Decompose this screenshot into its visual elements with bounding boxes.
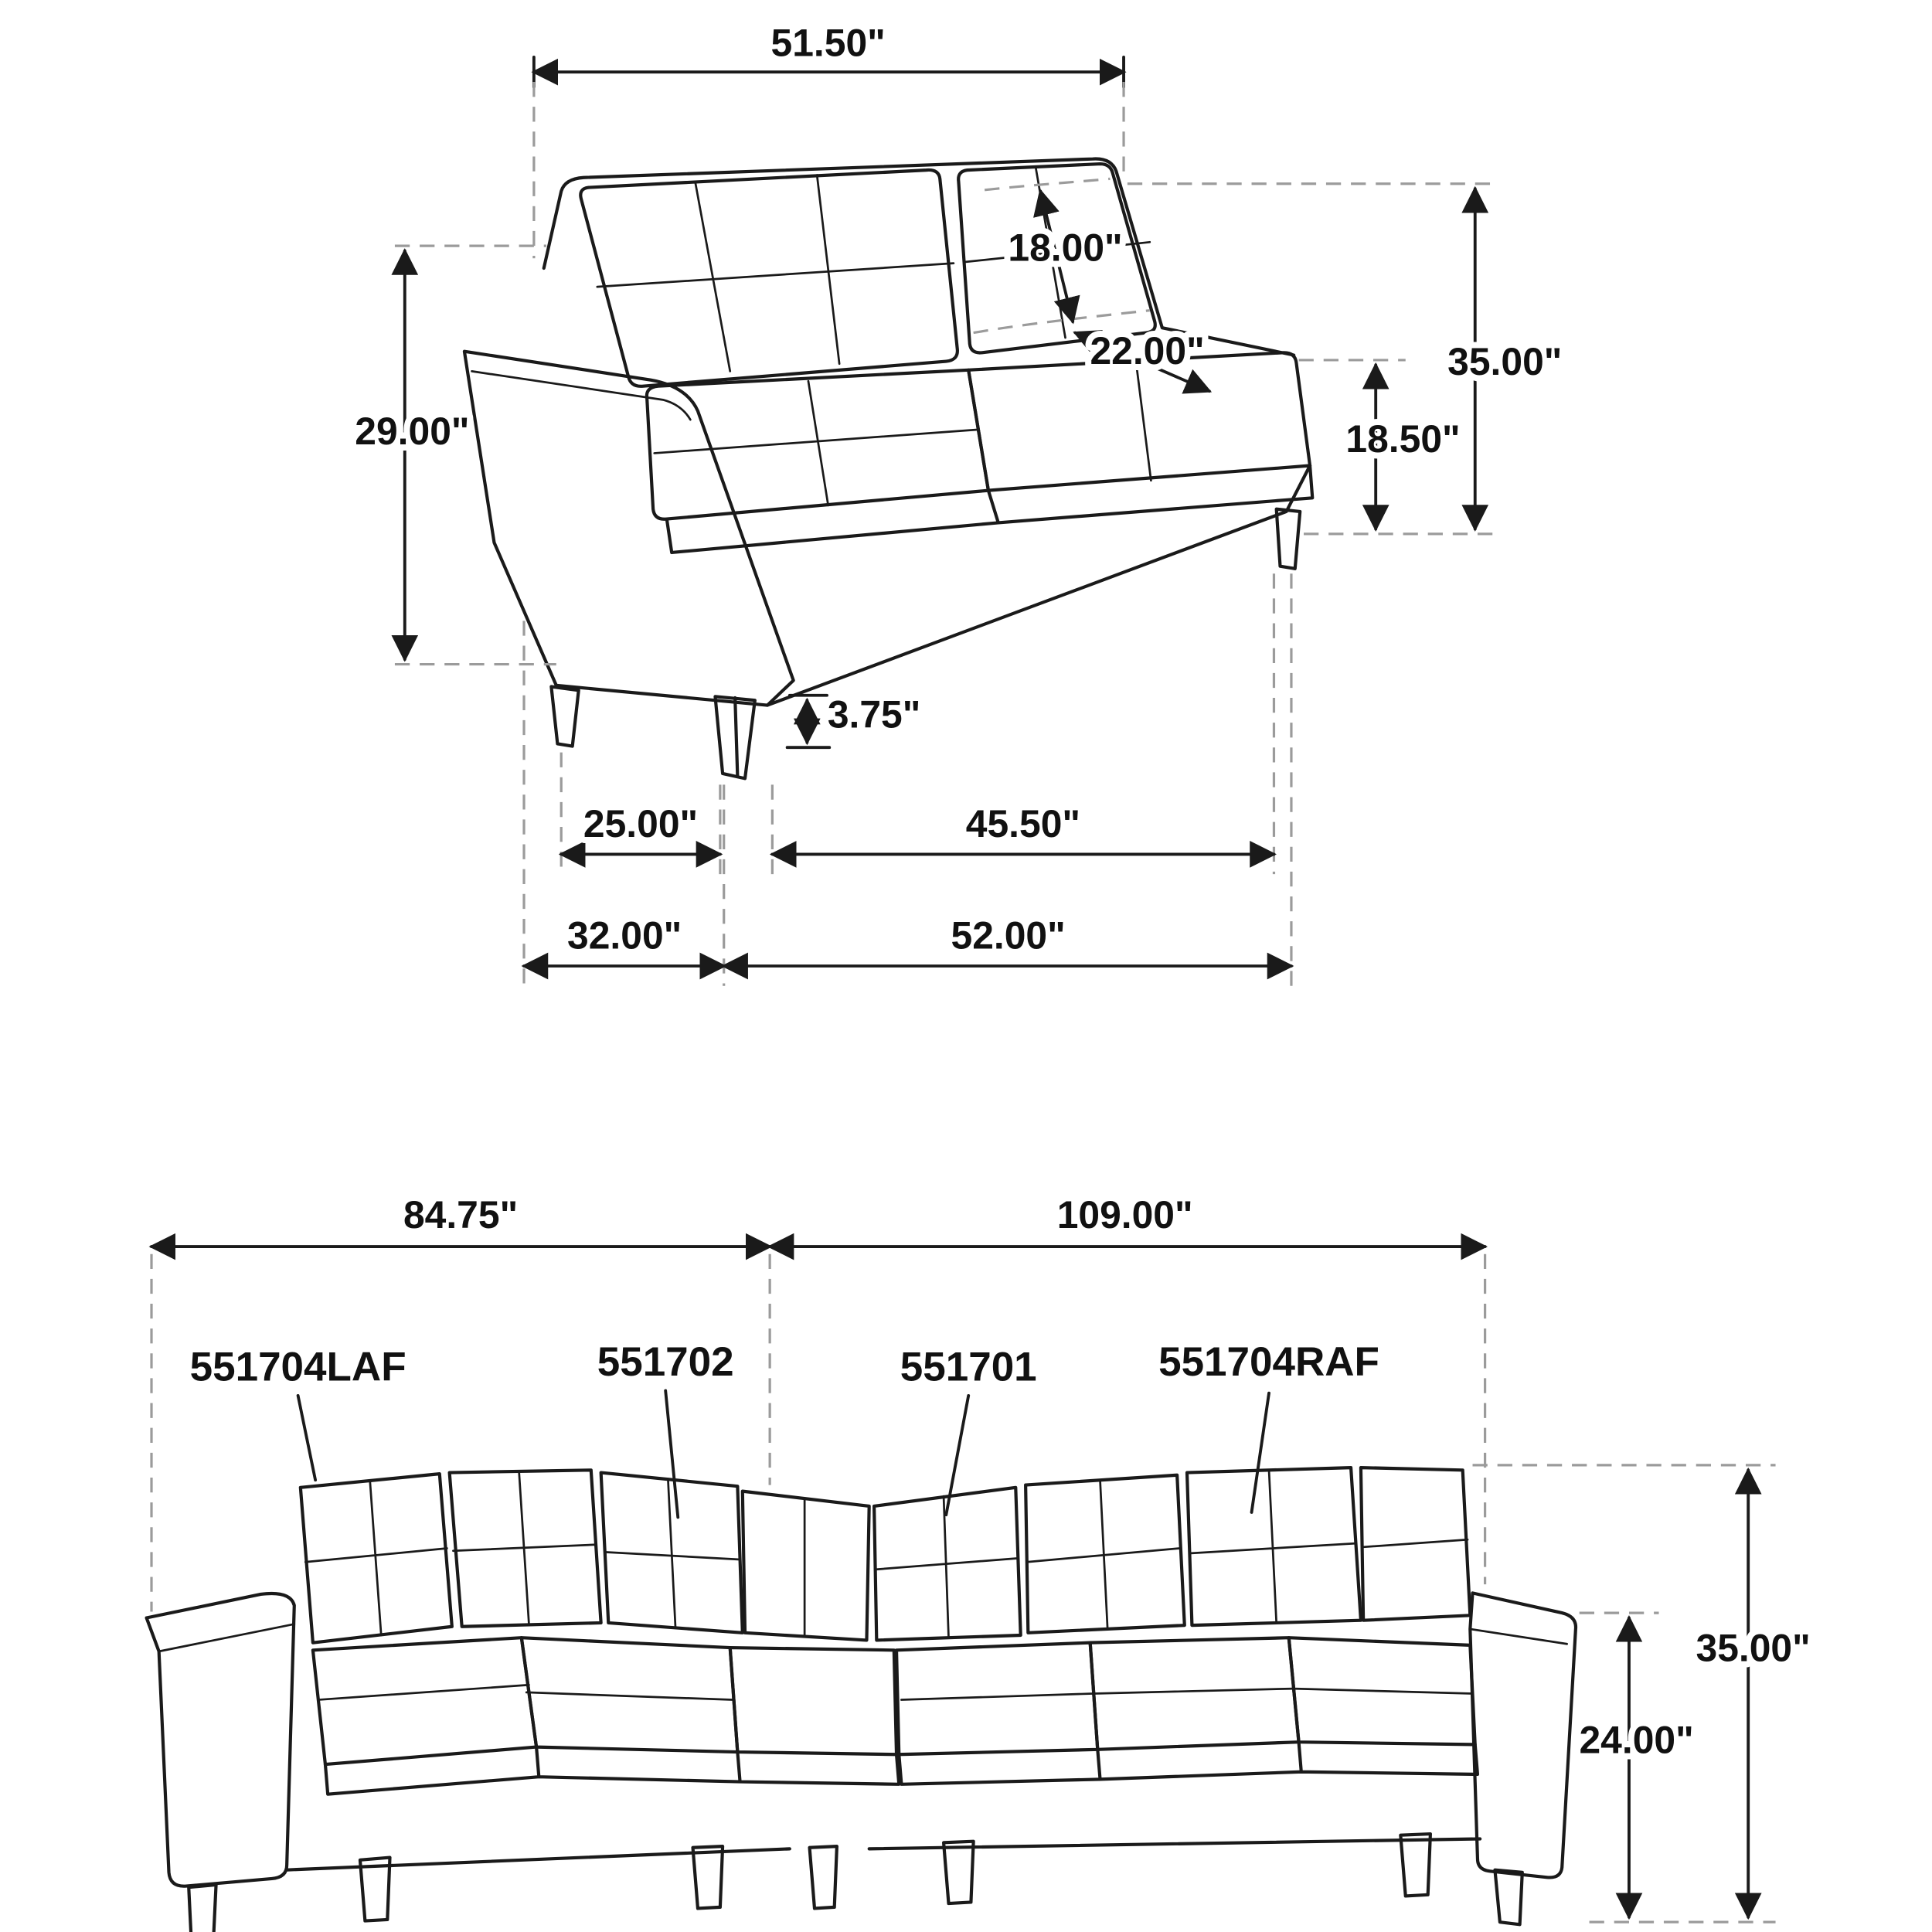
sectional-leg-5: [1399, 1832, 1432, 1898]
raf-seat-front-edges: [897, 1740, 1480, 1786]
dim-side-depth-label: 32.00": [567, 914, 682, 957]
corner-seat-cushion: [728, 1645, 899, 1757]
sectional-leg-right-arm: [1493, 1868, 1524, 1927]
sectional-right-arm: [1468, 1591, 1578, 1879]
dim-overall-height-extensions: [1127, 182, 1493, 536]
seat-front-edges: [665, 464, 1315, 555]
dim-seat-height-label: 18.50": [1345, 417, 1460, 461]
dim-laf-length-extensions: [150, 1253, 771, 1612]
left-arm-edge: [471, 370, 692, 421]
sectional-left-arm-edge: [158, 1623, 296, 1653]
arm-leg: [549, 685, 580, 748]
front-left-leg: [713, 695, 757, 781]
part-label-corner: 551702: [597, 1339, 734, 1385]
sectional-leg-3: [808, 1845, 838, 1910]
loveseat-drawing: [462, 157, 1315, 781]
dim-arm-depth-label: 25.00": [583, 802, 698, 845]
dim-seat-width-label: 45.50": [966, 802, 1080, 845]
dim-back-cushion-line: [1033, 189, 1080, 325]
raf-back-cushion-3-seams: [1188, 1468, 1357, 1624]
corner-back-cushion: [740, 1489, 871, 1642]
dim-arm-height-extensions: [394, 244, 556, 666]
sectional-drawing: [145, 1466, 1578, 1932]
laf-seat-cushion-2-seam: [525, 1691, 734, 1701]
raf-back-cushion-2-seams: [1026, 1478, 1181, 1631]
laf-seat-cushion-2: [519, 1636, 740, 1754]
laf-back-cushion-2-seams: [452, 1470, 597, 1625]
raf-back-cushion-1-seams: [874, 1495, 1019, 1639]
laf-back-cushion-3-seams: [604, 1478, 741, 1629]
laf-back-cushion-1: [298, 1472, 454, 1645]
raf-back-cushion-1: [872, 1485, 1022, 1642]
laf-back-cushion-3: [599, 1471, 744, 1634]
laf-seat-cushion-1-seam: [316, 1683, 530, 1701]
laf-seat-cushion-1: [311, 1636, 539, 1767]
dim-side-depth-extensions: [522, 621, 726, 986]
part-label-raf: 551704RAF: [1158, 1339, 1379, 1385]
dim-sectional-arm-height-label: 24.00": [1579, 1719, 1693, 1762]
sectional-leg-4: [941, 1839, 975, 1906]
left-seat-cushion-seams: [653, 379, 980, 507]
dim-leg-height-label: 3.75": [828, 693, 921, 736]
leader-line-laf: [296, 1393, 318, 1482]
raf-back-cushion-3: [1185, 1466, 1363, 1628]
dim-arm-height-label: 29.00": [355, 410, 469, 453]
laf-back-cushion-1-seams: [304, 1480, 448, 1637]
sectional-leg-2: [691, 1845, 725, 1910]
back-frame: [542, 157, 1296, 357]
part-label-armless: 551701: [900, 1345, 1037, 1390]
raf-seat-cushion-1-seam: [900, 1692, 1094, 1701]
loveseat-dimension-lines: 51.50" 29.00" 35.00" 18.50" 18.00" 22.00…: [349, 15, 1568, 986]
sectional-right-arm-edge: [1468, 1628, 1569, 1645]
leader-line-armless: [944, 1393, 971, 1517]
dim-seat-cushion-line: [1073, 330, 1213, 394]
sectional-part-labels: 551704LAF 551702 551701 551704RAF: [184, 1333, 1386, 1519]
dim-leg-height-ticks: [785, 693, 832, 750]
raf-back-cushion-4-seam: [1361, 1538, 1469, 1549]
left-arm: [462, 349, 795, 707]
dim-raf-length-label: 109.00": [1057, 1193, 1193, 1236]
right-seat-cushion: [967, 351, 1312, 492]
sectional-leg-1: [358, 1855, 392, 1923]
sectional-dimension-lines: 84.75" 109.00" 35.00" 24.00": [148, 1187, 1817, 1923]
dim-back-width-label: 51.50": [771, 21, 886, 64]
raf-seat-cushion-3-seam: [1292, 1687, 1474, 1695]
dim-seat-cushion-label: 22.00": [1090, 329, 1204, 372]
dim-sectional-height-label: 35.00": [1696, 1627, 1811, 1670]
dim-back-width-extensions: [532, 82, 1125, 259]
dim-laf-length-label: 84.75": [403, 1193, 518, 1236]
sectional-view: 551704LAF 551702 551701 551704RAF 84.75"…: [145, 1187, 1817, 1932]
loveseat-view: 51.50" 29.00" 35.00" 18.50" 18.00" 22.00…: [349, 15, 1568, 986]
raf-seat-cushion-2-seam: [1093, 1687, 1295, 1695]
dim-front-width-label: 52.00": [951, 914, 1066, 957]
laf-seat-front-edges: [323, 1745, 901, 1796]
left-back-cushion: [579, 168, 959, 388]
front-right-leg: [1274, 507, 1302, 570]
right-seat-cushion-seam: [1134, 361, 1152, 482]
sectional-leg-left-arm: [187, 1883, 218, 1932]
dim-overall-height-label: 35.00": [1447, 340, 1562, 383]
dim-sectional-height-extensions: [1472, 1464, 1776, 1923]
left-back-cushion-seams: [596, 174, 955, 372]
part-label-laf: 551704LAF: [190, 1345, 406, 1390]
sectional-base-rails: [285, 1837, 1482, 1872]
leader-line-corner: [664, 1389, 680, 1519]
laf-back-cushion-2: [447, 1468, 603, 1628]
sectional-left-arm: [145, 1591, 296, 1888]
leader-line-raf: [1250, 1391, 1270, 1514]
dim-back-cushion-label: 18.00": [1008, 226, 1122, 269]
raf-back-cushion-2: [1024, 1473, 1186, 1634]
